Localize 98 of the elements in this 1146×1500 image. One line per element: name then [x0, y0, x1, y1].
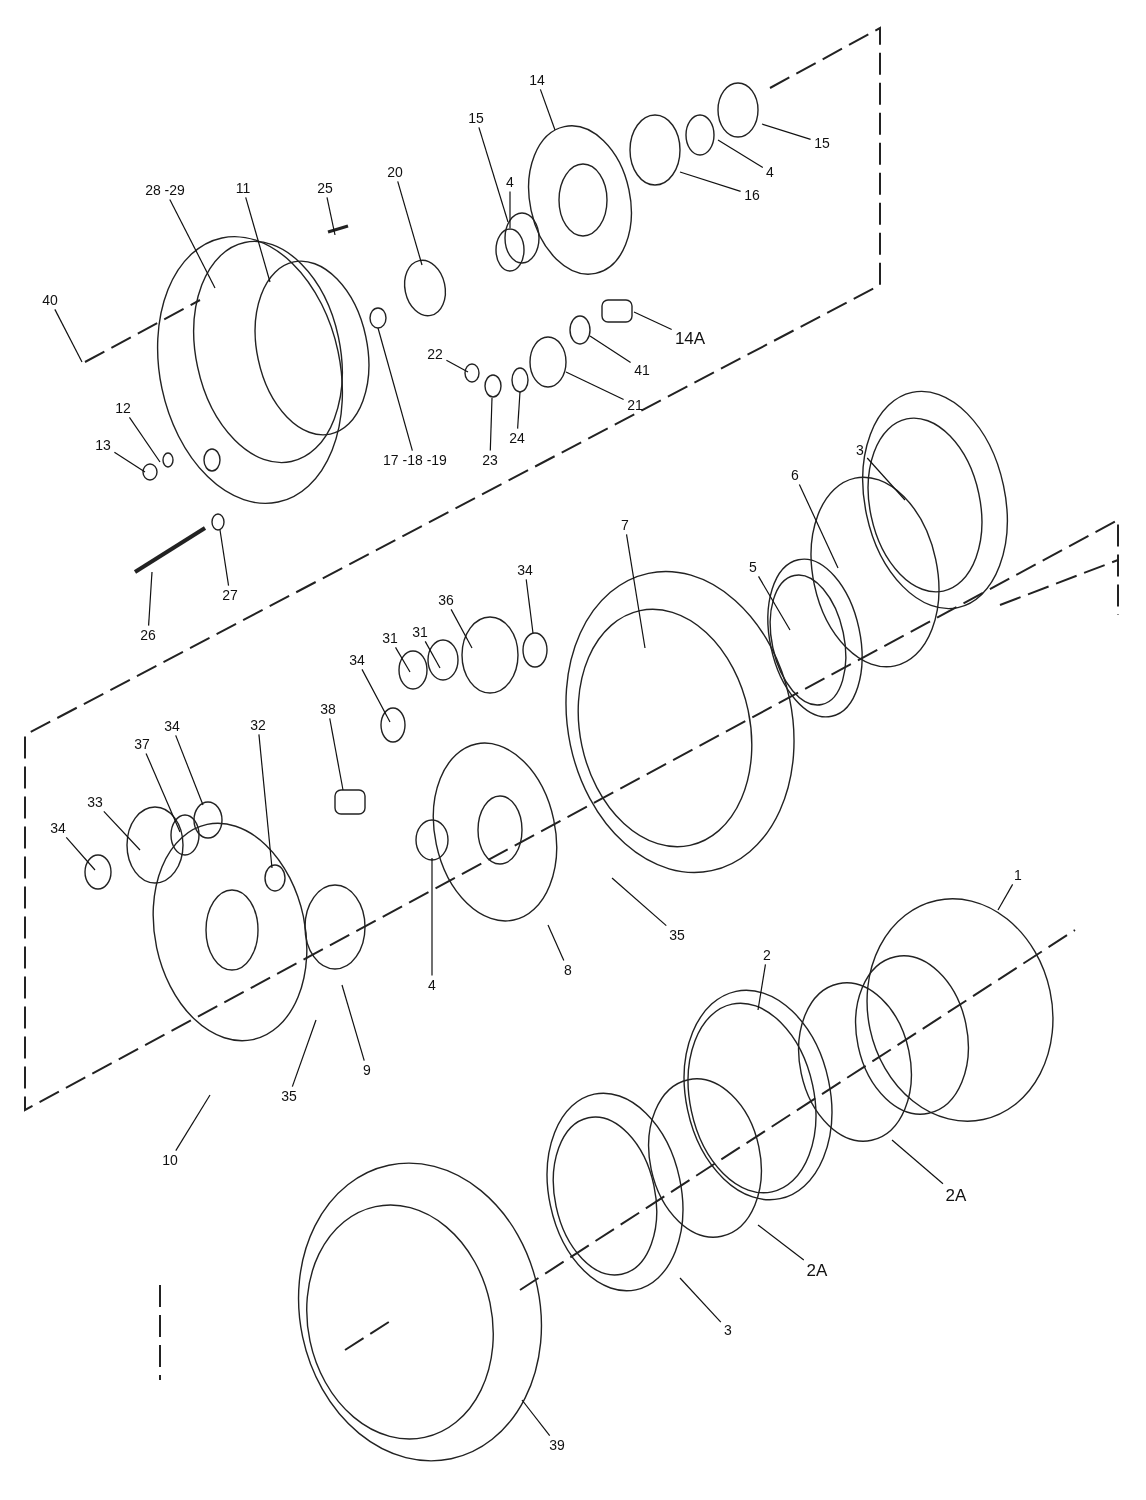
leader-line — [539, 88, 556, 131]
leader-line — [633, 311, 673, 331]
leader-line — [589, 335, 632, 364]
leader-line — [525, 578, 534, 634]
callout-number: 37 — [134, 736, 150, 752]
callout-number: 24 — [509, 430, 525, 446]
callout-number: 36 — [438, 592, 454, 608]
leader-line — [175, 734, 204, 806]
callout-number: 1 — [1014, 867, 1022, 883]
callout-number: 4 — [506, 174, 514, 190]
leader-line — [997, 883, 1014, 911]
leader-line — [424, 640, 441, 669]
callout-number: 15 — [468, 110, 484, 126]
leader-line — [397, 180, 423, 266]
leader-line — [65, 836, 96, 871]
callout-number: 22 — [427, 346, 443, 362]
leader-line — [679, 171, 742, 192]
leader-line — [258, 733, 273, 869]
callout-number: 34 — [50, 820, 66, 836]
callout-number: 14 — [529, 72, 545, 88]
leader-line — [611, 877, 667, 927]
callout-number: 14A — [674, 328, 706, 348]
callout-number: 6 — [791, 467, 799, 483]
leader-line — [169, 198, 216, 289]
callout-number: 27 — [222, 587, 238, 603]
leader-line — [757, 1224, 805, 1261]
leader-line — [245, 196, 271, 283]
callout-number: 35 — [669, 927, 685, 943]
leader-line — [450, 608, 473, 649]
callout-number: 34 — [164, 718, 180, 734]
callout-number: 40 — [42, 292, 58, 308]
callout-number: 20 — [387, 164, 403, 180]
leader-line — [679, 1277, 722, 1323]
callout-number: 3 — [724, 1322, 732, 1338]
leader-line — [717, 139, 764, 169]
leader-line — [478, 126, 509, 223]
leader-line — [148, 571, 153, 627]
leader-line — [103, 810, 141, 851]
leader-line — [489, 397, 493, 452]
callout-number: 2 — [763, 947, 771, 963]
leader-line — [565, 371, 625, 401]
callout-number: 34 — [349, 652, 365, 668]
leader-line — [219, 529, 230, 587]
callout-number: 11 — [235, 180, 251, 196]
callout-number: 32 — [250, 717, 266, 733]
callout-number: 4 — [428, 977, 436, 993]
callout-number: 4 — [766, 164, 774, 180]
leader-line — [625, 533, 646, 649]
leader-line — [757, 963, 767, 1011]
callout-number: 26 — [140, 627, 156, 643]
leader-line — [394, 646, 411, 673]
leader-line — [798, 483, 839, 569]
leader-line — [431, 857, 433, 977]
leader-line — [128, 416, 161, 463]
leader-line — [445, 359, 469, 373]
leader-line — [521, 1399, 551, 1437]
leader-line — [341, 984, 365, 1062]
leader-line — [509, 190, 511, 229]
callout-number: 23 — [482, 452, 498, 468]
callout-number: 39 — [549, 1437, 565, 1453]
callout-number: 34 — [517, 562, 533, 578]
callout-number: 25 — [317, 180, 333, 196]
leader-line — [113, 451, 146, 473]
callout-number: 10 — [162, 1152, 178, 1168]
leader-line — [377, 327, 413, 452]
callout-number: 35 — [281, 1088, 297, 1104]
callout-number: 16 — [744, 187, 760, 203]
callout-number: 31 — [412, 624, 428, 640]
leader-line — [757, 575, 791, 631]
callout-number: 21 — [627, 397, 643, 413]
callout-number: 2A — [945, 1185, 967, 1205]
callout-number: 13 — [95, 437, 111, 453]
leader-line — [866, 457, 906, 501]
callout-number: 41 — [634, 362, 650, 378]
leader-line — [761, 123, 812, 140]
callout-number: 9 — [363, 1062, 371, 1078]
leader-line — [361, 668, 391, 723]
leader-line — [517, 391, 521, 430]
leader-line — [547, 924, 565, 962]
callout-number: 5 — [749, 559, 757, 575]
callout-number: 8 — [564, 962, 572, 978]
callout-number: 38 — [320, 701, 336, 717]
leader-line — [891, 1139, 944, 1185]
callout-number: 12 — [115, 400, 131, 416]
callout-number: 28 -29 — [145, 182, 185, 198]
callout-number: 3 — [856, 442, 864, 458]
leader-line — [329, 717, 344, 791]
callout-number: 15 — [814, 135, 830, 151]
callout-number: 31 — [382, 630, 398, 646]
leader-line — [145, 752, 181, 833]
callout-number: 17 -18 -19 — [383, 452, 447, 468]
leader-line — [291, 1019, 317, 1088]
leader-line — [326, 196, 336, 236]
callout-number: 2A — [806, 1260, 828, 1280]
callout-number: 33 — [87, 794, 103, 810]
leader-line — [175, 1094, 211, 1152]
callout-number: 7 — [621, 517, 629, 533]
leader-line — [54, 308, 83, 363]
